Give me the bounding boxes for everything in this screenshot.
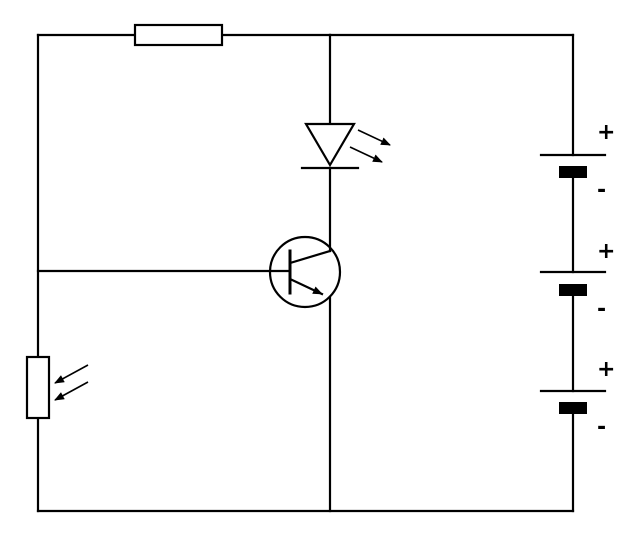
transistor-emitter bbox=[288, 277, 324, 296]
cell-3-minus-sign: - bbox=[597, 415, 606, 440]
cell-2-minus-sign: - bbox=[597, 297, 606, 322]
led-triangle bbox=[304, 122, 356, 168]
cell-1-plus-sign: + bbox=[597, 120, 615, 145]
battery-cell-3: + - bbox=[539, 357, 615, 440]
cell-1-minus-sign: - bbox=[597, 178, 606, 203]
cell-3-negative-plate bbox=[559, 402, 587, 414]
cell-3-plus-sign: + bbox=[597, 357, 615, 382]
photoresistor-icon bbox=[25, 355, 89, 420]
resistor-icon bbox=[133, 23, 224, 47]
battery-cell-1: + - bbox=[539, 120, 615, 203]
wires bbox=[36, 33, 575, 513]
battery-cell-2: + - bbox=[539, 239, 615, 322]
cell-2-plus-sign: + bbox=[597, 239, 615, 264]
ldr-light-arrow-2 bbox=[54, 381, 89, 401]
led-icon bbox=[300, 122, 391, 170]
battery-icon: + - + - + - bbox=[539, 120, 615, 440]
cell-1-negative-plate bbox=[559, 166, 587, 178]
led-emission-arrow-2 bbox=[349, 146, 383, 163]
cell-2-negative-plate bbox=[559, 284, 587, 296]
transistor-collector bbox=[288, 249, 332, 265]
npn-transistor-icon bbox=[268, 235, 342, 309]
ldr-body bbox=[25, 355, 51, 420]
led-emission-arrow-1 bbox=[357, 129, 391, 146]
ldr-light-arrow-1 bbox=[54, 364, 89, 384]
